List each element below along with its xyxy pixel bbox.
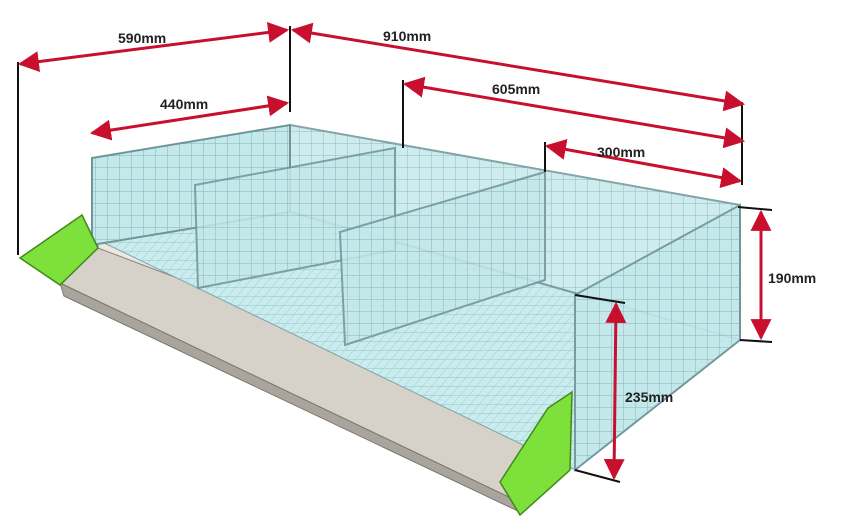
- dimension-label-440: 440mm: [160, 96, 209, 112]
- divider-panel: [338, 170, 546, 347]
- right-end-cap: [499, 390, 573, 517]
- left-end-cap: [18, 213, 99, 286]
- dimension-label-590: 590mm: [118, 30, 167, 46]
- dimension-label-910: 910mm: [383, 28, 432, 44]
- dimension-line-605: [402, 76, 746, 149]
- dimension-label-605: 605mm: [492, 81, 541, 97]
- dimension-line-440: [89, 95, 290, 141]
- dimension-line-235: [603, 301, 627, 481]
- dimension-line-590: [17, 21, 290, 73]
- dimension-label-190: 190mm: [768, 270, 817, 286]
- dimension-line-300: [544, 139, 743, 188]
- dimension-label-300: 300mm: [597, 144, 646, 160]
- dimension-label-235: 235mm: [625, 389, 674, 405]
